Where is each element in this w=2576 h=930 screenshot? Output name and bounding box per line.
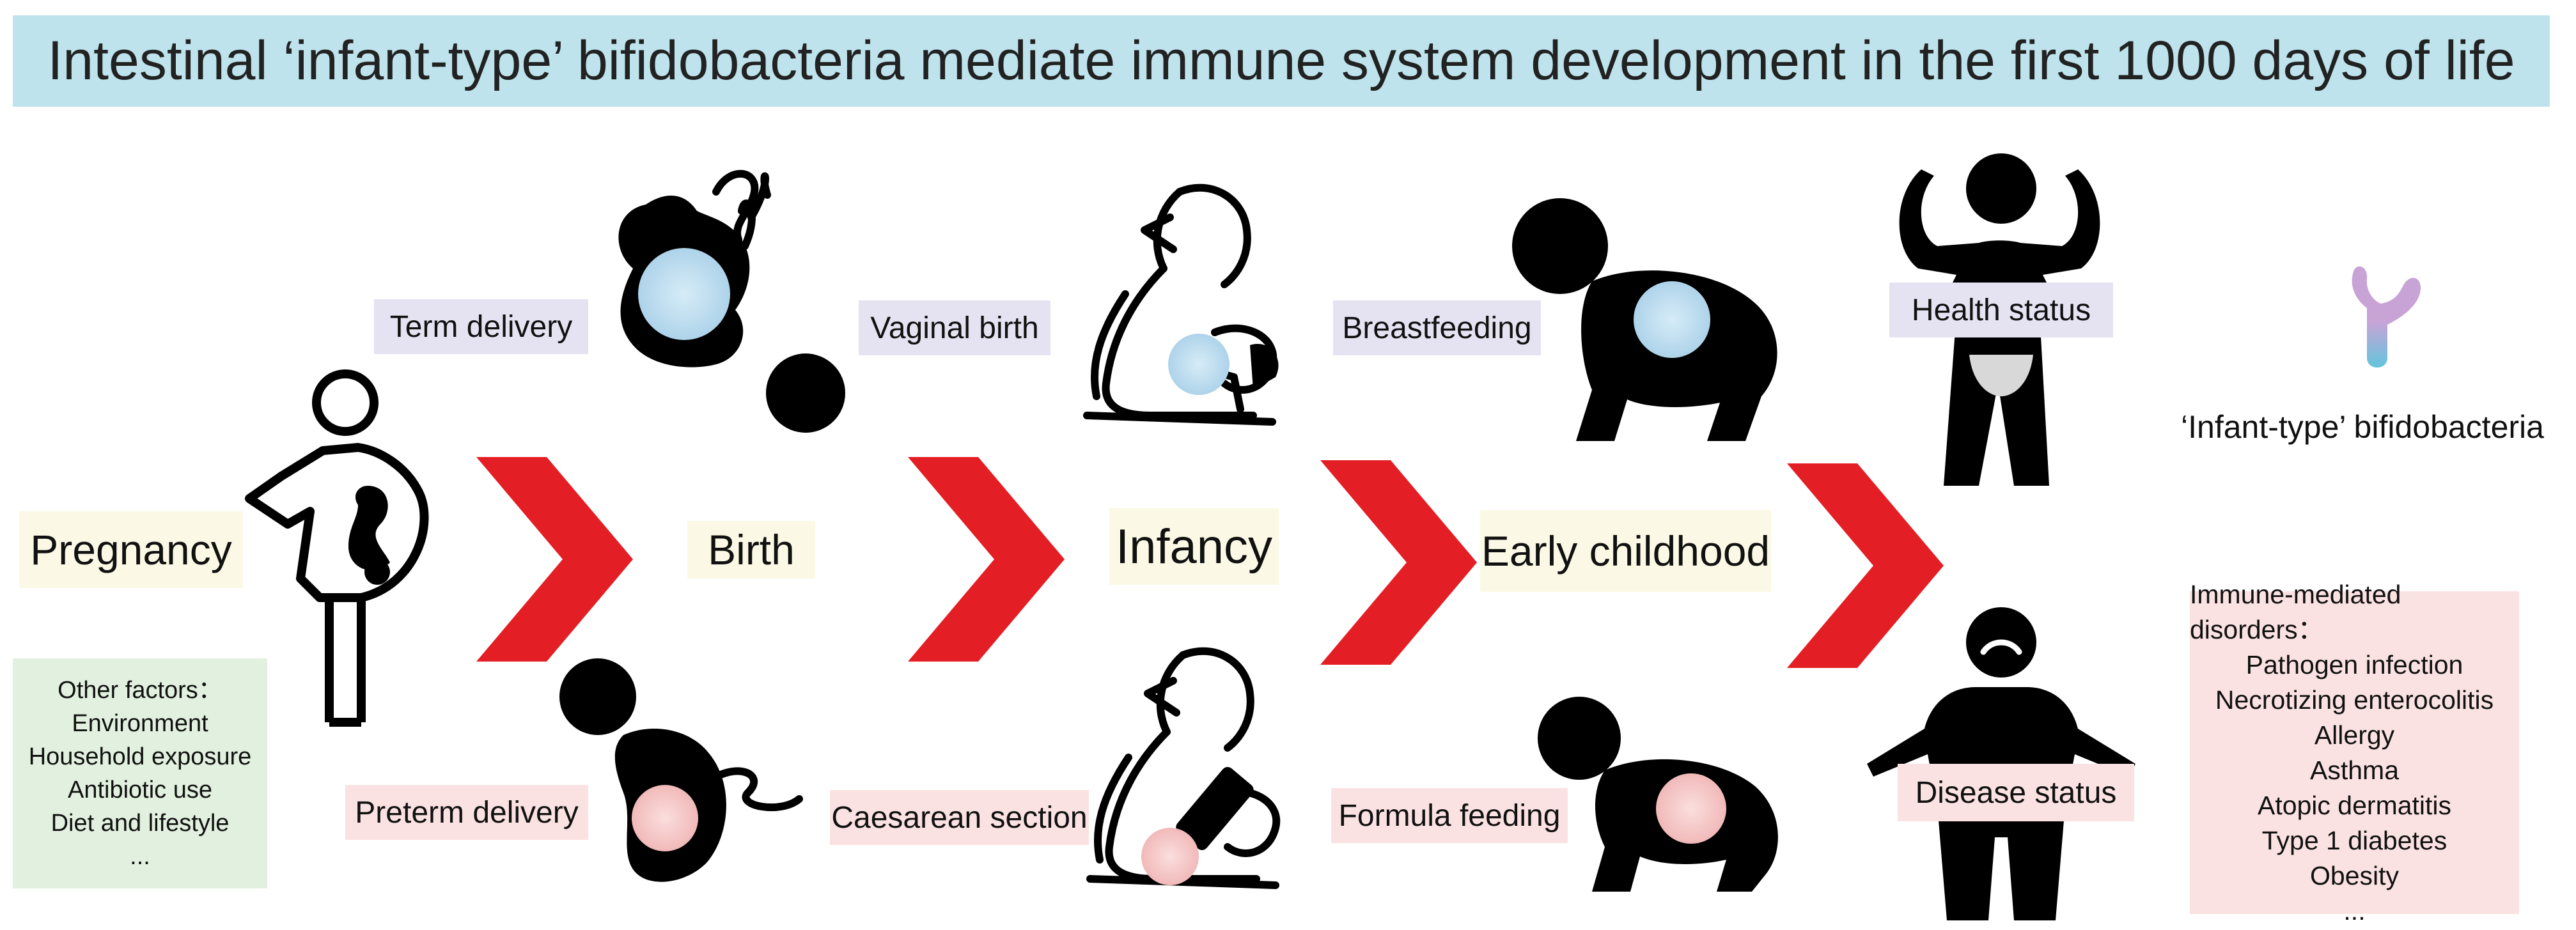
disorder-item: Allergy	[2314, 720, 2395, 750]
factor-item: ...	[130, 843, 150, 870]
arrow-birth-to-infancy	[908, 457, 1065, 662]
disorder-item: Asthma	[2310, 755, 2399, 785]
label-preterm-delivery: Preterm delivery	[345, 785, 588, 840]
stage-pregnancy-label: Pregnancy	[30, 526, 232, 573]
disorder-item: Necrotizing enterocolitis	[2215, 685, 2494, 715]
pregnant-woman-icon	[245, 369, 429, 727]
factor-item: Household exposure	[28, 743, 252, 770]
disorder-item: Pathogen infection	[2245, 649, 2463, 679]
disorders-box: Immune-mediated disorders： Pathogen infe…	[2190, 580, 2519, 926]
crawling-baby-formula-icon	[1538, 697, 1778, 892]
disorders-heading: Immune-mediated disorders：	[2190, 579, 2401, 644]
vaginal-birth-text: Vaginal birth	[870, 311, 1039, 345]
stage-early-childhood: Early childhood	[1480, 510, 1771, 592]
crawling-baby-icon	[1512, 198, 1777, 441]
breastfeeding-text: Breastfeeding	[1342, 311, 1532, 345]
label-vaginal-birth: Vaginal birth	[859, 300, 1050, 355]
fetus-icon	[348, 486, 390, 571]
arrow-childhood-to-outcome	[1787, 463, 1944, 668]
sad-mouth-icon	[1980, 639, 2022, 655]
title-banner: Intestinal ‘infant-type’ bifidobacteria …	[13, 15, 2550, 107]
preterm-fetus-icon	[559, 658, 803, 882]
healthy-gut-icon	[1969, 355, 2033, 396]
health-status-text: Health status	[1911, 293, 2091, 327]
stage-birth-label: Birth	[708, 526, 795, 573]
preterm-delivery-text: Preterm delivery	[355, 795, 579, 830]
stage-birth: Birth	[687, 521, 815, 578]
stage-infancy: Infancy	[1109, 508, 1279, 585]
arrow-pregnancy-to-birth	[476, 457, 633, 662]
stage-infancy-label: Infancy	[1115, 519, 1273, 574]
term-delivery-text: Term delivery	[389, 309, 573, 344]
label-breastfeeding: Breastfeeding	[1333, 300, 1541, 355]
legend-bifidobacteria: ‘Infant-type’ bifidobacteria	[2164, 399, 2561, 454]
disorder-item: Type 1 diabetes	[2261, 825, 2447, 855]
stage-early-childhood-label: Early childhood	[1481, 527, 1770, 575]
label-caesarean-section: Caesarean section	[830, 790, 1089, 845]
legend-bifidobacteria-text: ‘Infant-type’ bifidobacteria	[2181, 408, 2544, 445]
label-formula-feeding: Formula feeding	[1331, 788, 1568, 843]
term-fetus-icon	[618, 169, 845, 433]
stage-pregnancy: Pregnancy	[19, 511, 243, 588]
disease-status-text: Disease status	[1915, 775, 2117, 810]
other-factors-box: Other factors： Environment Household exp…	[13, 658, 267, 888]
label-health-status: Health status	[1889, 283, 2113, 337]
page-title: Intestinal ‘infant-type’ bifidobacteria …	[47, 30, 2515, 91]
disorder-item: Obesity	[2310, 860, 2399, 890]
factor-item: Environment	[72, 710, 208, 737]
other-factors-heading: Other factors：	[58, 677, 222, 704]
factor-item: Diet and lifestyle	[51, 810, 230, 837]
bifidobacteria-icon	[2352, 266, 2421, 368]
label-disease-status: Disease status	[1898, 764, 2134, 821]
caesarean-section-text: Caesarean section	[831, 800, 1088, 835]
formula-feeding-text: Formula feeding	[1338, 798, 1561, 833]
arrow-infancy-to-childhood	[1320, 460, 1477, 665]
disorder-item: Atopic dermatitis	[2257, 790, 2452, 820]
factor-item: Antibiotic use	[67, 777, 212, 803]
disorder-item: ...	[2343, 895, 2366, 926]
label-term-delivery: Term delivery	[374, 299, 588, 354]
